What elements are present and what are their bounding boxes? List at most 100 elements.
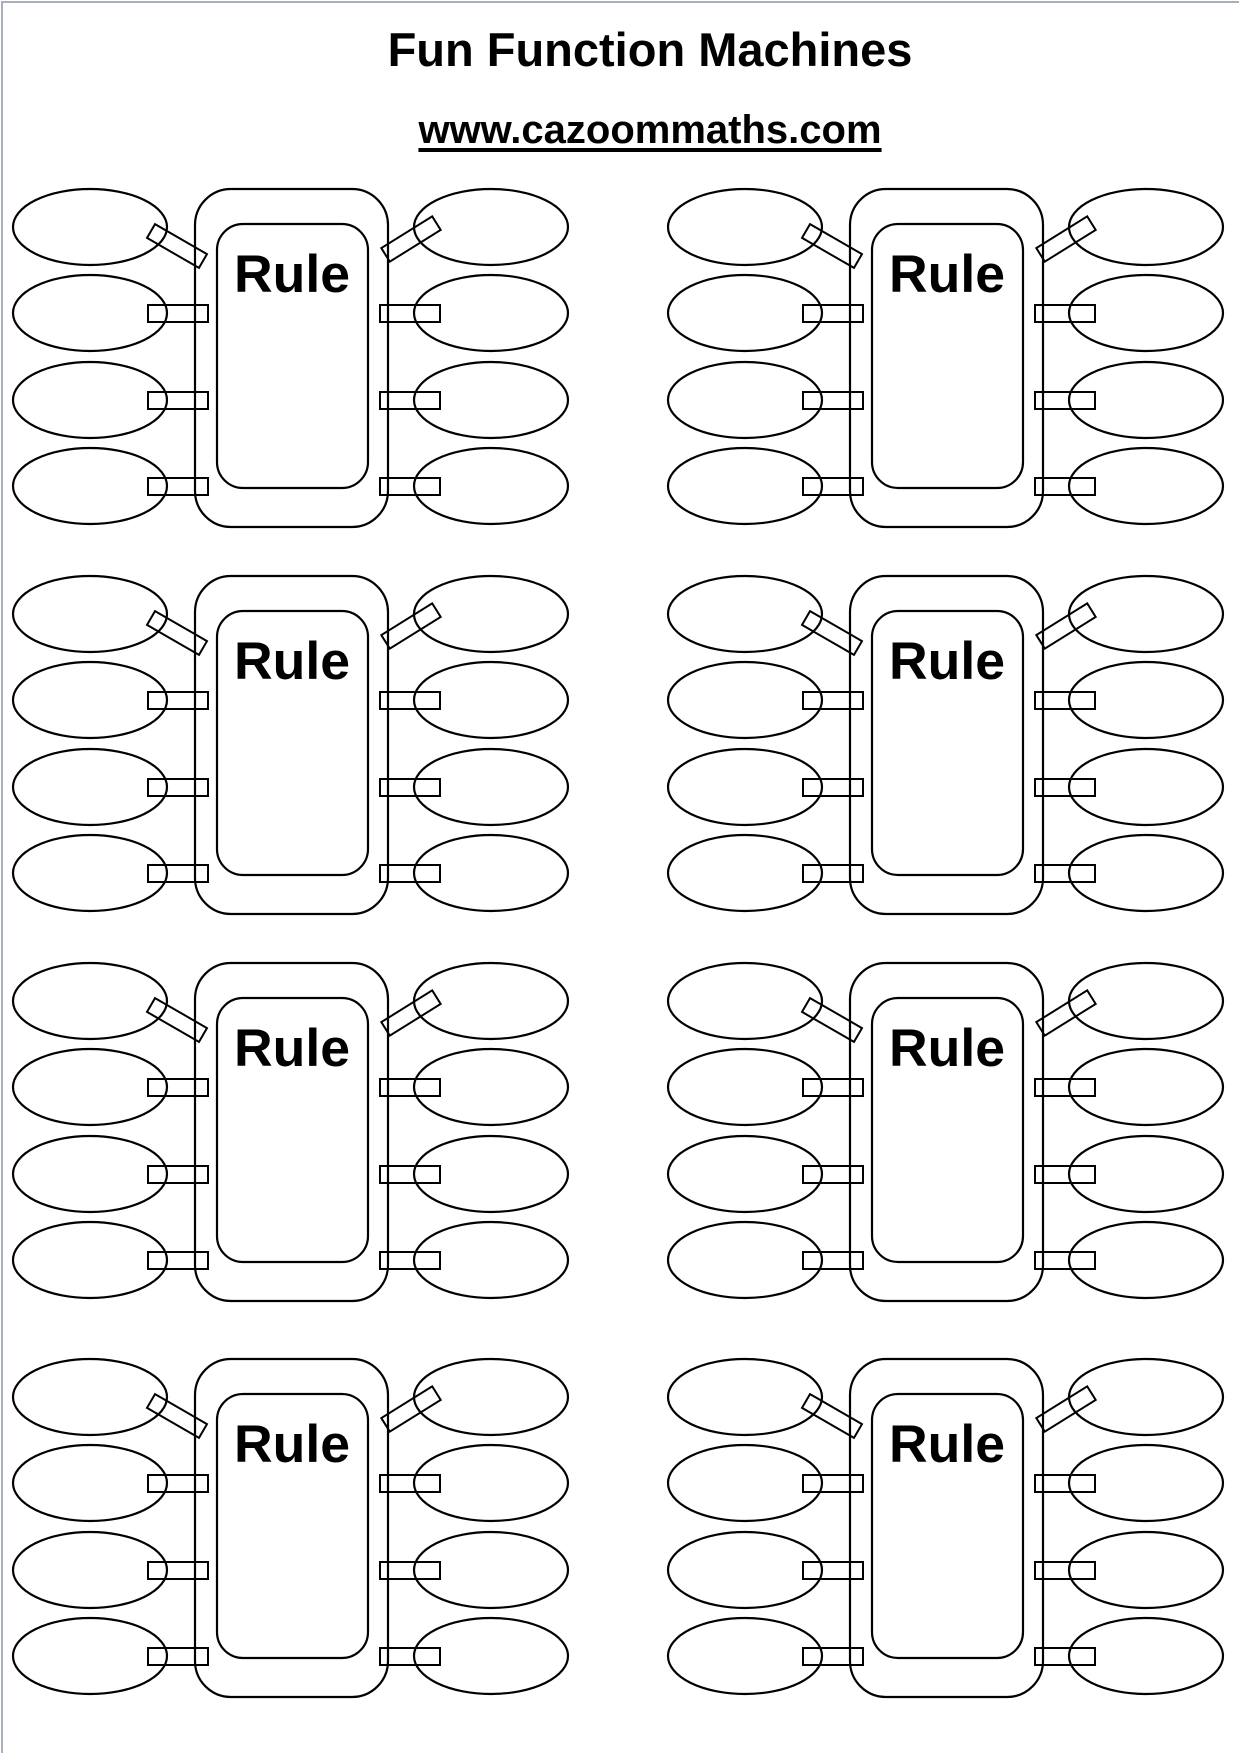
input-oval[interactable] bbox=[666, 1134, 824, 1214]
input-oval[interactable] bbox=[666, 1047, 824, 1127]
output-oval[interactable] bbox=[412, 1220, 570, 1300]
output-oval[interactable] bbox=[1067, 1530, 1225, 1610]
input-oval[interactable] bbox=[666, 660, 824, 740]
output-oval[interactable] bbox=[412, 1047, 570, 1127]
input-oval[interactable] bbox=[666, 446, 824, 526]
output-oval[interactable] bbox=[1067, 1443, 1225, 1523]
input-oval[interactable] bbox=[11, 961, 169, 1041]
output-oval[interactable] bbox=[412, 1357, 570, 1437]
output-oval[interactable] bbox=[412, 187, 570, 267]
output-oval[interactable] bbox=[1067, 360, 1225, 440]
input-oval[interactable] bbox=[666, 1530, 824, 1610]
input-connector-angled bbox=[800, 1392, 864, 1440]
rule-box[interactable] bbox=[215, 222, 370, 490]
input-connector-angled bbox=[800, 996, 864, 1044]
input-connector bbox=[147, 1165, 209, 1184]
output-oval[interactable] bbox=[412, 833, 570, 913]
output-oval[interactable] bbox=[1067, 1134, 1225, 1214]
input-oval[interactable] bbox=[666, 1443, 824, 1523]
output-oval[interactable] bbox=[412, 1616, 570, 1696]
input-oval[interactable] bbox=[666, 360, 824, 440]
machine-body bbox=[848, 574, 1045, 916]
input-oval[interactable] bbox=[11, 747, 169, 827]
input-oval[interactable] bbox=[11, 574, 169, 654]
input-oval[interactable] bbox=[11, 1047, 169, 1127]
input-oval[interactable] bbox=[11, 446, 169, 526]
output-oval[interactable] bbox=[1067, 446, 1225, 526]
output-oval[interactable] bbox=[1067, 1616, 1225, 1696]
input-oval[interactable] bbox=[11, 1220, 169, 1300]
output-oval[interactable] bbox=[1067, 660, 1225, 740]
input-oval[interactable] bbox=[666, 273, 824, 353]
input-connector bbox=[147, 391, 209, 410]
input-oval[interactable] bbox=[666, 747, 824, 827]
output-oval[interactable] bbox=[1067, 833, 1225, 913]
output-oval[interactable] bbox=[412, 961, 570, 1041]
output-connector-angled bbox=[1034, 1384, 1098, 1434]
rule-box[interactable] bbox=[870, 222, 1025, 490]
output-connector bbox=[379, 691, 441, 710]
input-oval[interactable] bbox=[666, 1616, 824, 1696]
output-connector bbox=[379, 1561, 441, 1580]
input-oval[interactable] bbox=[11, 1530, 169, 1610]
function-machine: Rule bbox=[11, 574, 570, 916]
input-oval[interactable] bbox=[666, 1220, 824, 1300]
output-connector bbox=[379, 1647, 441, 1666]
function-machine: Rule bbox=[11, 187, 570, 529]
output-oval[interactable] bbox=[412, 1134, 570, 1214]
output-oval[interactable] bbox=[412, 360, 570, 440]
input-connector bbox=[147, 477, 209, 496]
input-oval[interactable] bbox=[11, 273, 169, 353]
input-oval[interactable] bbox=[11, 360, 169, 440]
input-connector-angled bbox=[800, 609, 864, 657]
input-oval[interactable] bbox=[666, 574, 824, 654]
input-oval[interactable] bbox=[11, 1443, 169, 1523]
input-oval[interactable] bbox=[666, 187, 824, 267]
page-edge-left bbox=[1, 1, 3, 1753]
input-oval[interactable] bbox=[11, 660, 169, 740]
rule-box[interactable] bbox=[215, 609, 370, 877]
machine-body bbox=[193, 574, 390, 916]
output-connector bbox=[379, 477, 441, 496]
input-oval[interactable] bbox=[666, 1357, 824, 1437]
output-oval[interactable] bbox=[1067, 961, 1225, 1041]
output-oval[interactable] bbox=[1067, 187, 1225, 267]
input-oval[interactable] bbox=[666, 961, 824, 1041]
output-connector bbox=[1034, 1165, 1096, 1184]
output-oval[interactable] bbox=[1067, 1047, 1225, 1127]
output-oval[interactable] bbox=[412, 747, 570, 827]
input-oval[interactable] bbox=[11, 187, 169, 267]
output-oval[interactable] bbox=[1067, 747, 1225, 827]
output-oval[interactable] bbox=[412, 660, 570, 740]
output-oval[interactable] bbox=[1067, 1357, 1225, 1437]
output-connector bbox=[1034, 1647, 1096, 1666]
output-oval[interactable] bbox=[1067, 273, 1225, 353]
input-oval[interactable] bbox=[666, 833, 824, 913]
input-connector bbox=[802, 1251, 864, 1270]
website-link[interactable]: www.cazoommaths.com bbox=[418, 108, 882, 152]
rule-box[interactable] bbox=[215, 996, 370, 1264]
rule-box[interactable] bbox=[870, 996, 1025, 1264]
output-connector-angled bbox=[1034, 214, 1098, 264]
rule-box[interactable] bbox=[870, 1392, 1025, 1660]
output-connector bbox=[379, 391, 441, 410]
rule-box[interactable] bbox=[215, 1392, 370, 1660]
output-oval[interactable] bbox=[412, 1443, 570, 1523]
input-oval[interactable] bbox=[11, 1357, 169, 1437]
input-oval[interactable] bbox=[11, 833, 169, 913]
output-oval[interactable] bbox=[412, 1530, 570, 1610]
output-connector-angled bbox=[379, 214, 443, 264]
output-oval[interactable] bbox=[1067, 574, 1225, 654]
rule-box[interactable] bbox=[870, 609, 1025, 877]
input-connector bbox=[147, 1078, 209, 1097]
input-connector-angled bbox=[145, 609, 209, 657]
output-oval[interactable] bbox=[412, 574, 570, 654]
input-oval[interactable] bbox=[11, 1134, 169, 1214]
output-oval[interactable] bbox=[1067, 1220, 1225, 1300]
output-connector bbox=[1034, 1251, 1096, 1270]
input-connector bbox=[147, 778, 209, 797]
input-oval[interactable] bbox=[11, 1616, 169, 1696]
output-oval[interactable] bbox=[412, 273, 570, 353]
output-oval[interactable] bbox=[412, 446, 570, 526]
